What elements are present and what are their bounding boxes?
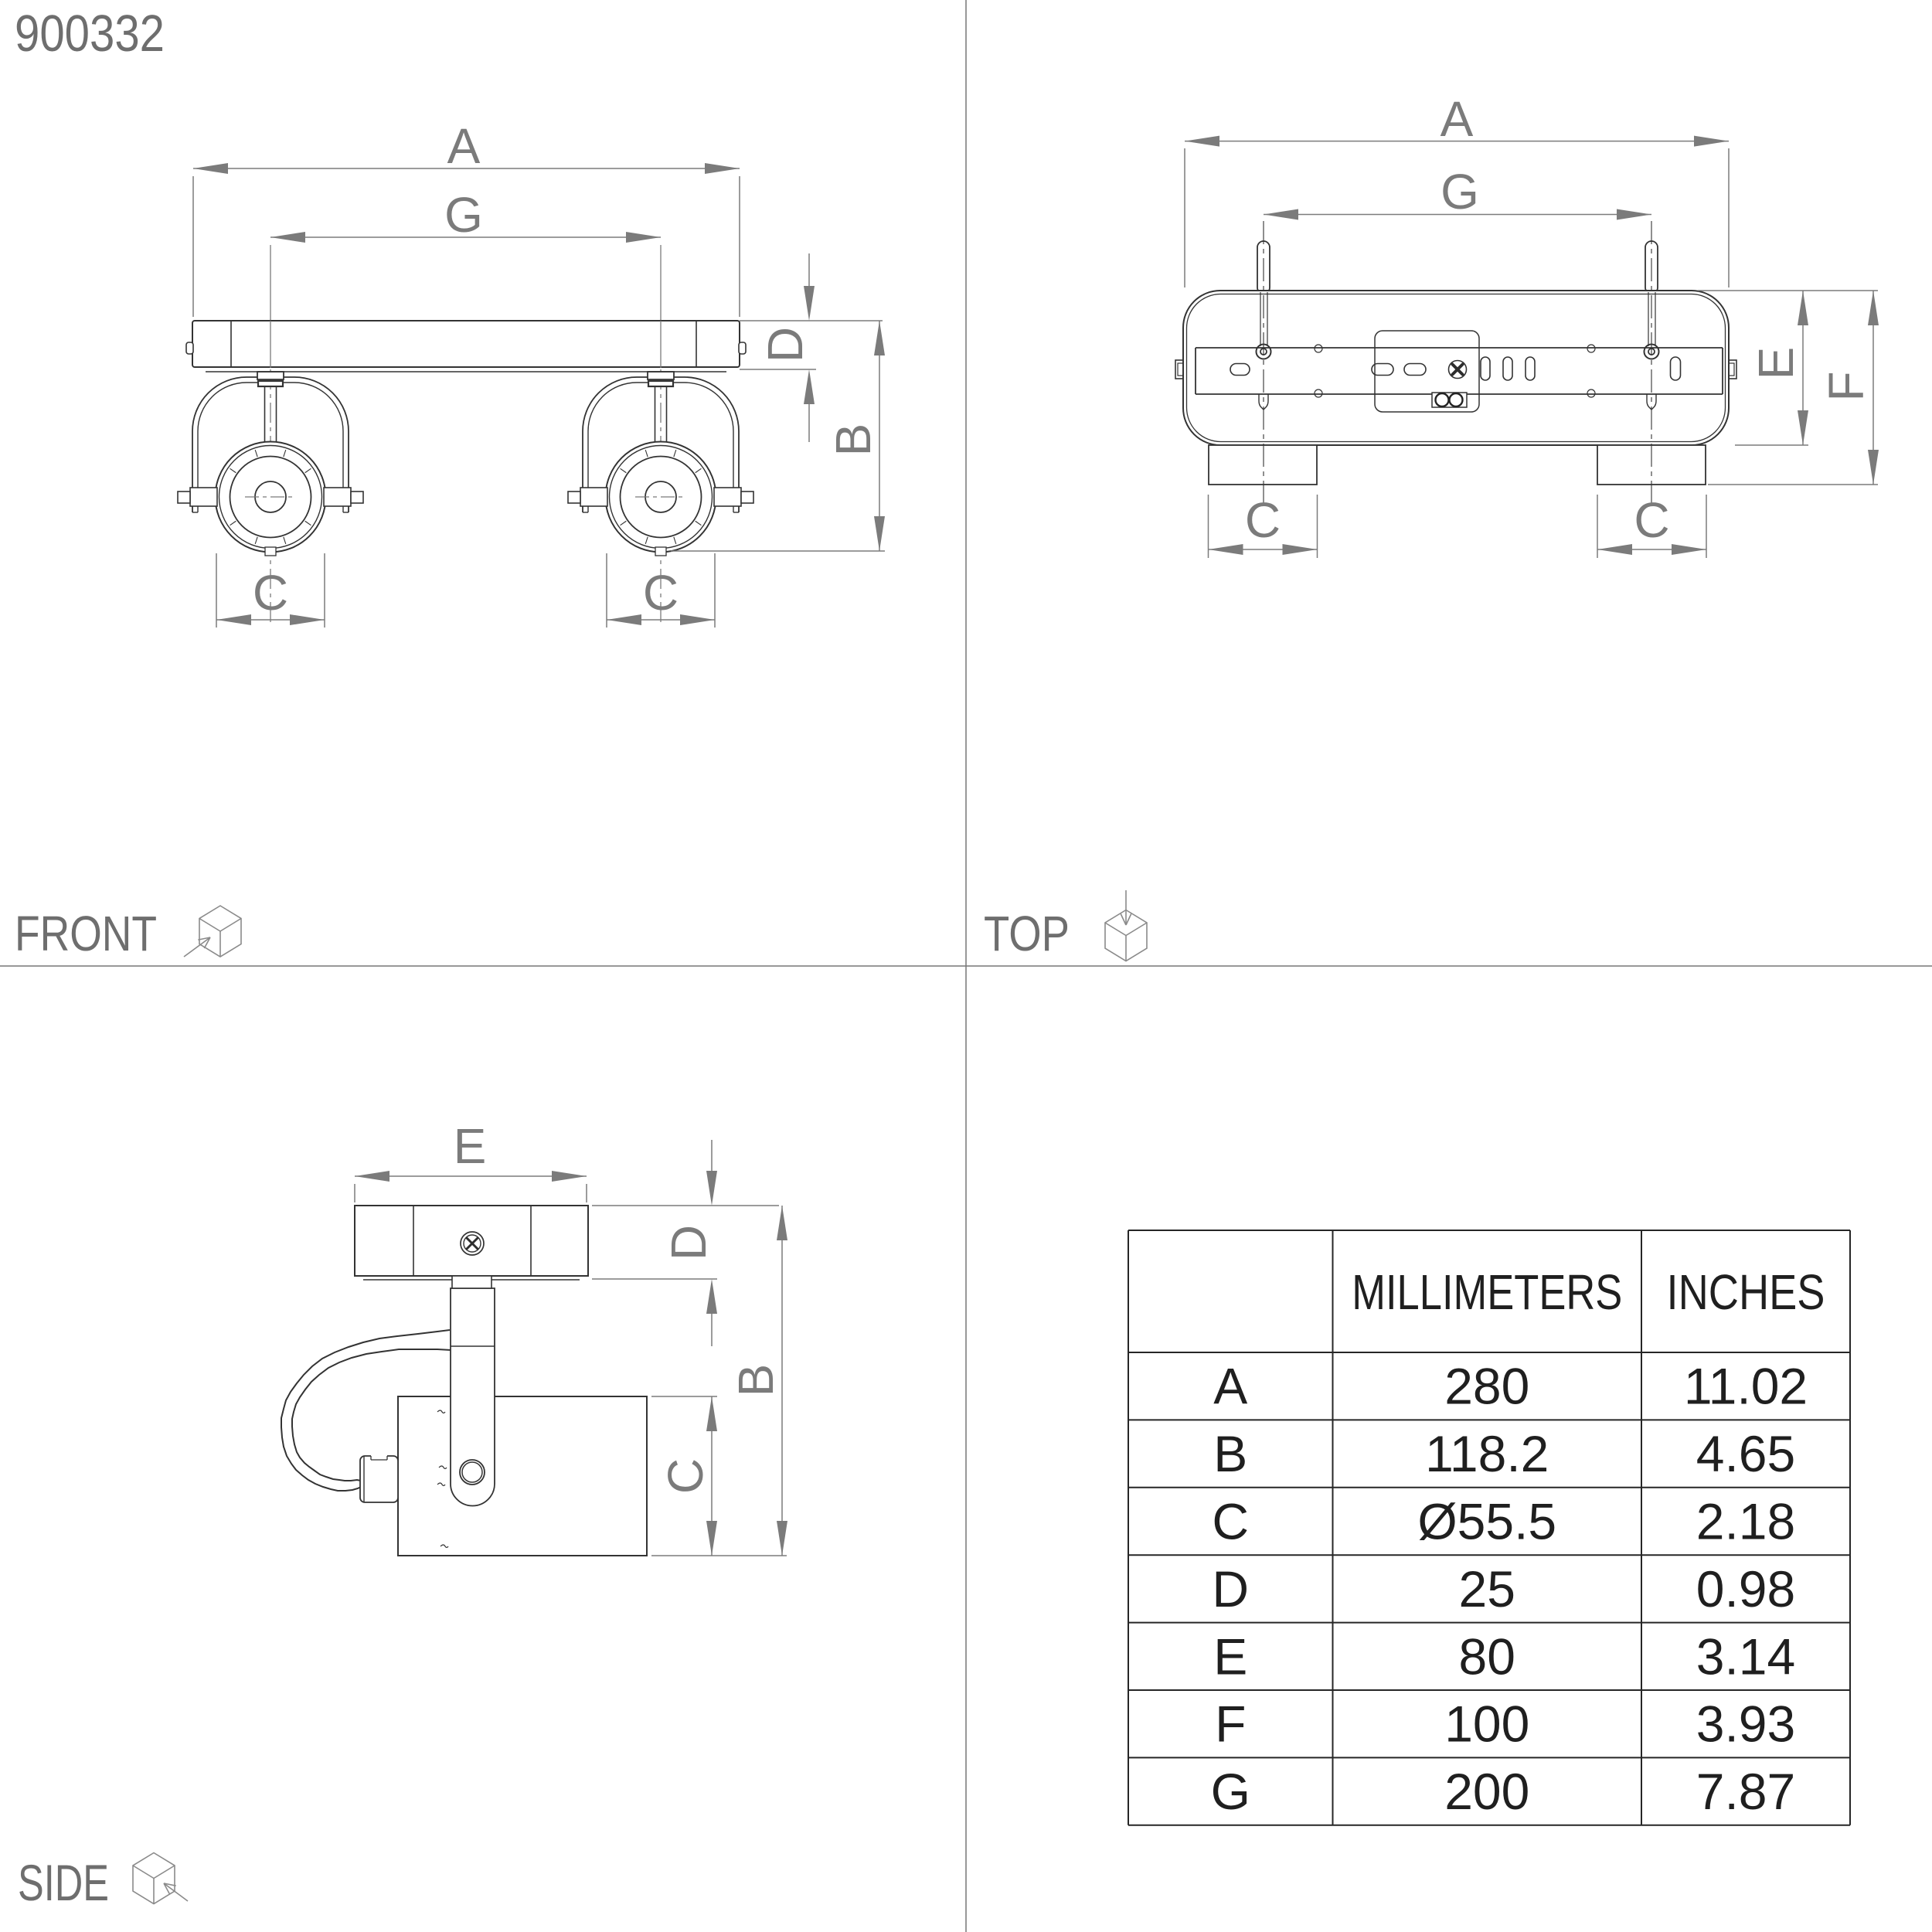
svg-text:100: 100 <box>1444 1696 1529 1753</box>
svg-text:FRONT: FRONT <box>15 906 157 961</box>
svg-text:SIDE: SIDE <box>18 1854 109 1911</box>
svg-text:A: A <box>447 118 481 174</box>
svg-text:A: A <box>1440 91 1474 147</box>
svg-text:Ø55.5: Ø55.5 <box>1417 1493 1556 1550</box>
svg-text:C: C <box>658 1458 713 1494</box>
svg-text:D: D <box>757 327 813 362</box>
svg-text:80: 80 <box>1459 1628 1515 1685</box>
svg-text:F: F <box>1818 371 1874 401</box>
svg-text:2.18: 2.18 <box>1696 1493 1795 1550</box>
svg-text:B: B <box>825 423 881 457</box>
svg-text:B: B <box>1213 1425 1247 1482</box>
svg-text:F: F <box>1215 1696 1246 1753</box>
svg-text:3.14: 3.14 <box>1696 1628 1795 1685</box>
svg-text:G: G <box>444 187 483 243</box>
svg-text:E: E <box>1748 347 1804 380</box>
svg-text:200: 200 <box>1444 1763 1529 1820</box>
svg-text:G: G <box>1211 1763 1250 1820</box>
svg-text:280: 280 <box>1444 1358 1529 1415</box>
svg-text:C: C <box>1634 492 1669 548</box>
svg-text:A: A <box>1213 1358 1247 1415</box>
svg-text:C: C <box>643 565 679 621</box>
svg-text:E: E <box>1213 1628 1247 1685</box>
svg-text:E: E <box>454 1118 487 1174</box>
svg-text:D: D <box>661 1225 716 1260</box>
svg-text:C: C <box>1212 1493 1249 1550</box>
svg-text:MILLIMETERS: MILLIMETERS <box>1352 1264 1622 1320</box>
svg-text:G: G <box>1440 164 1479 219</box>
svg-text:C: C <box>1245 492 1281 548</box>
svg-text:0.98: 0.98 <box>1696 1560 1795 1617</box>
svg-text:3.93: 3.93 <box>1696 1696 1795 1753</box>
svg-text:118.2: 118.2 <box>1425 1425 1549 1482</box>
svg-text:B: B <box>728 1364 784 1397</box>
svg-text:TOP: TOP <box>984 906 1070 961</box>
svg-text:900332: 900332 <box>15 5 165 63</box>
svg-text:25: 25 <box>1459 1560 1515 1617</box>
svg-text:C: C <box>253 565 288 621</box>
svg-text:11.02: 11.02 <box>1684 1358 1808 1415</box>
svg-text:INCHES: INCHES <box>1667 1264 1825 1320</box>
svg-text:4.65: 4.65 <box>1696 1425 1795 1482</box>
svg-text:D: D <box>1212 1560 1249 1617</box>
svg-text:7.87: 7.87 <box>1696 1763 1795 1820</box>
